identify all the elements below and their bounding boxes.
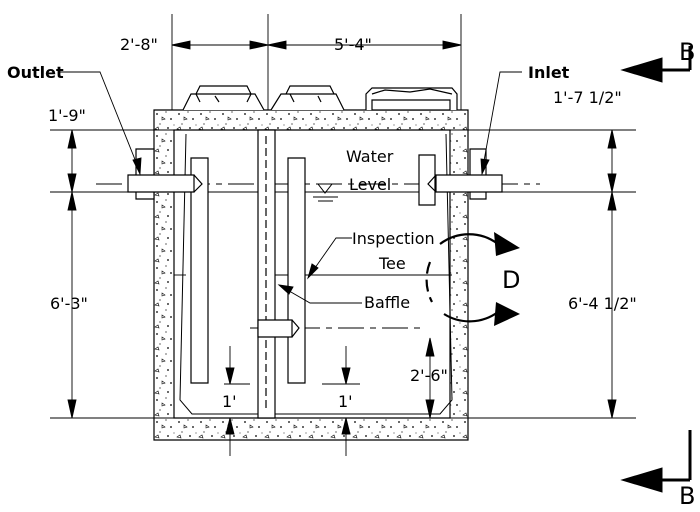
dim-left-depth: 6'-3" [50,294,88,313]
access-risers [183,86,457,110]
water-level-label-line1: Water [346,147,394,166]
inspection-tee-label-line2: Tee [379,254,406,273]
section-b-bottom-label: B [679,482,696,510]
detail-arrows [494,232,520,326]
dim-left-clearance: 1' [222,392,237,411]
dim-left-width: 2'-8" [120,35,158,54]
dim-right-width: 5'-4" [334,35,372,54]
detail-callout [427,234,498,321]
detail-d-label: D [502,266,521,294]
dim-right-clearance: 1' [338,392,353,411]
horizontal-dimensions [172,41,461,49]
dim-baffle-opening: 2'-6" [410,366,448,385]
water-level-symbol [313,184,338,201]
pipes [128,149,502,337]
leader-lines [58,72,522,303]
water-level-label-line2: Level [349,175,392,194]
dim-inlet-height: 1'-7 1/2" [553,88,622,107]
baffle-label: Baffle [364,293,411,312]
section-markers [622,46,690,492]
inlet-label: Inlet [528,63,570,82]
baffles [191,130,435,418]
outlet-label: Outlet [7,63,64,82]
dim-outlet-height: 1'-9" [48,106,86,125]
dim-right-depth: 6'-4 1/2" [568,294,637,313]
section-b-top-label: B [679,38,696,66]
vertical-dimensions [68,130,616,456]
inspection-tee-label-line1: Inspection [352,229,435,248]
inner-tank-liner [180,134,452,414]
